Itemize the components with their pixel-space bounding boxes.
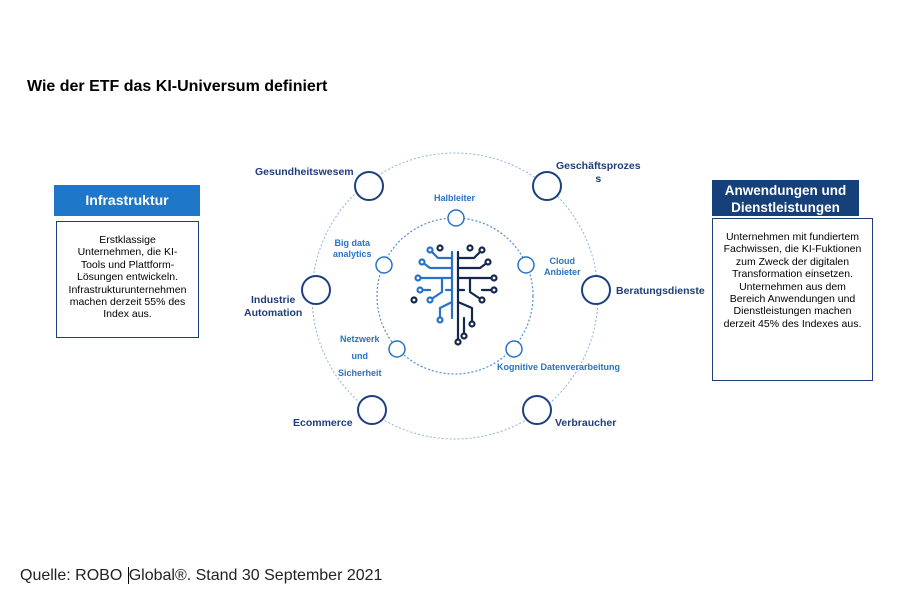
label-gesundheitswesen: Gesundheitswesem [255,166,354,178]
applications-heading: Anwendungen und Dienstleistungen [712,180,859,216]
infrastructure-description: Erstklassige Unternehmen, die KI-Tools u… [56,221,199,338]
node-circle-geschaeftsprozesse [532,171,562,201]
source-text-end: Global®. Stand 30 September 2021 [128,567,383,584]
node-circle-kognitive [505,340,523,358]
label-kognitive-datenverarbeitung: Kognitive Datenverarbeitung [497,362,621,372]
node-circle-netzwerk [388,340,406,358]
node-circle-verbraucher [522,395,552,425]
node-circle-gesundheitswesen [354,171,384,201]
label-verbraucher: Verbraucher [555,417,617,429]
node-circle-beratung [581,275,611,305]
label-beratungsdienste: Beratungsdienste [616,285,705,297]
label-cloud-anbieter: Cloud Anbieter [544,256,581,278]
source-note: Quelle: ROBO Global®. Stand 30 September… [20,567,382,585]
node-circle-halbleiter [447,209,465,227]
page-title: Wie der ETF das KI-Universum definiert [27,78,328,95]
node-circle-industrie [301,275,331,305]
label-industrie-automation: Industrie Automation [244,294,303,319]
circuit-brain-icon [410,244,498,346]
inner-ring [376,217,534,375]
applications-description: Unternehmen mit fundiertem Fachwissen, d… [712,218,873,381]
label-big-data-analytics: Big data analytics [333,238,372,260]
label-netzwerk-sicherheit: Netzwerk und Sicherheit [338,334,382,379]
label-geschaeftsprozesse: Geschäftsprozes s [556,160,641,185]
source-text-start: Quelle: ROBO [20,567,127,584]
label-ecommerce: Ecommerce [293,417,353,429]
label-halbleiter: Halbleiter [434,193,476,203]
node-circle-big-data [375,256,393,274]
node-circle-ecommerce [357,395,387,425]
infrastructure-heading: Infrastruktur [54,185,200,216]
node-circle-cloud [517,256,535,274]
